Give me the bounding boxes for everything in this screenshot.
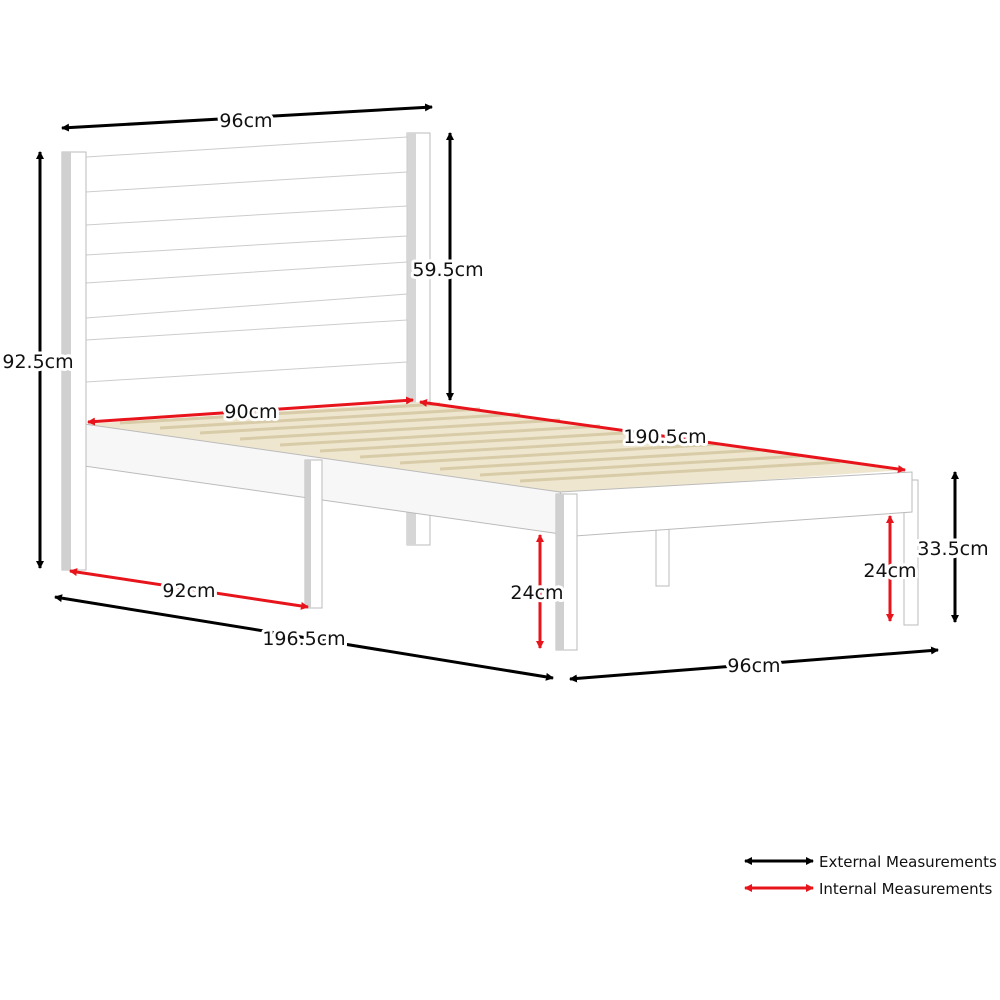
label-clearance-front: 24cm (510, 582, 563, 604)
label-headboard-width: 96cm (219, 110, 272, 132)
label-inner-width: 90cm (224, 401, 277, 423)
legend-internal-label: Internal Measurements (819, 880, 993, 898)
bed-frame (61, 132, 919, 651)
label-footend-height: 33.5cm (917, 538, 988, 560)
headboard-slats (85, 136, 408, 383)
arrow-overall-length (54, 594, 554, 681)
legend-external-label: External Measurements (819, 853, 997, 871)
arrow-leg-spacing (69, 568, 309, 610)
arrow-overall-width (569, 646, 939, 683)
label-overall-width: 96cm (727, 655, 780, 677)
arrow-inner-width (87, 396, 414, 426)
label-overall-length: 196.5cm (262, 628, 345, 650)
label-leg-spacing: 92cm (162, 580, 215, 602)
arrow-headboard-width (61, 103, 433, 132)
label-clearance-back: 24cm (863, 560, 916, 582)
legend: External Measurements Internal Measureme… (744, 853, 997, 898)
label-panel-height: 59.5cm (412, 259, 483, 281)
label-inner-length: 190.5cm (623, 426, 706, 448)
internal-arrows (69, 396, 906, 649)
label-headboard-height: 92.5cm (2, 351, 73, 373)
external-arrows (36, 103, 959, 683)
arrow-inner-length (419, 399, 906, 473)
